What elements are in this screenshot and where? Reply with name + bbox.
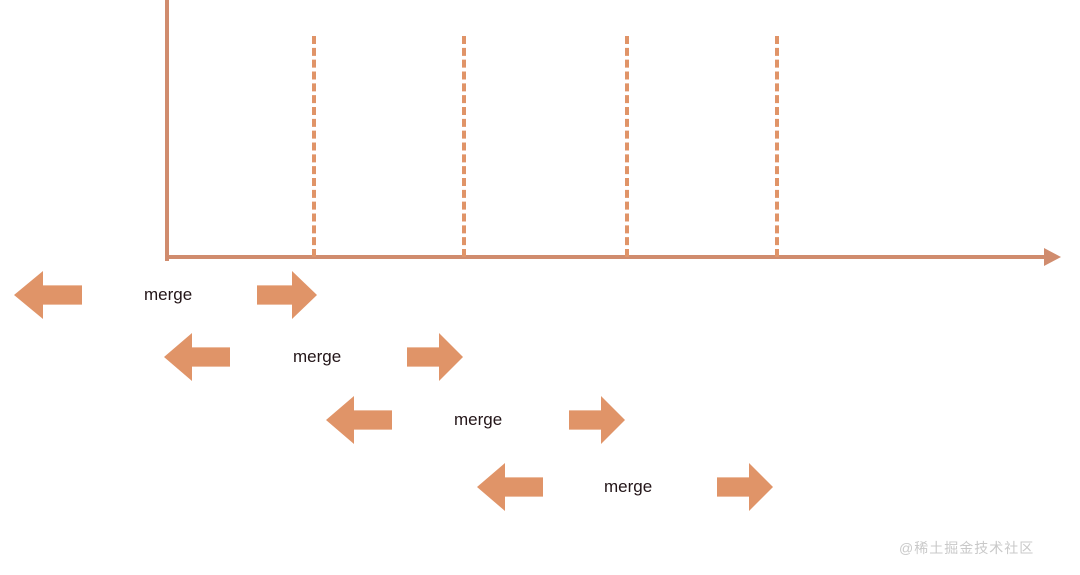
x-axis-line — [167, 255, 1044, 259]
tick-line-4 — [775, 36, 779, 257]
merge-label-2: merge — [293, 347, 342, 366]
merge-label-3: merge — [454, 410, 503, 429]
watermark-label: @稀土掘金技术社区 — [899, 540, 1035, 556]
tick-line-3 — [625, 36, 629, 257]
merge-label-1: merge — [144, 285, 193, 304]
merge-left-arrow-icon-3 — [326, 396, 392, 444]
tick-line-1 — [312, 36, 316, 257]
merge-right-arrow-icon-2 — [407, 333, 463, 381]
y-axis-line — [165, 0, 169, 261]
merge-row-2: merge — [0, 333, 1080, 381]
merge-right-arrow-icon-3 — [569, 396, 625, 444]
merge-left-arrow-icon-4 — [477, 463, 543, 511]
merge-right-arrow-icon-4 — [717, 463, 773, 511]
merge-label-4: merge — [604, 477, 653, 496]
x-axis-arrowhead-icon — [1044, 248, 1061, 266]
merge-left-arrow-icon-1 — [14, 271, 82, 319]
merge-right-arrow-icon-1 — [257, 271, 317, 319]
merge-row-4: merge — [0, 463, 1080, 511]
merge-row-3: merge — [0, 396, 1080, 444]
merge-left-arrow-icon-2 — [164, 333, 230, 381]
merge-row-1: merge — [0, 271, 1080, 319]
tick-line-2 — [462, 36, 466, 257]
